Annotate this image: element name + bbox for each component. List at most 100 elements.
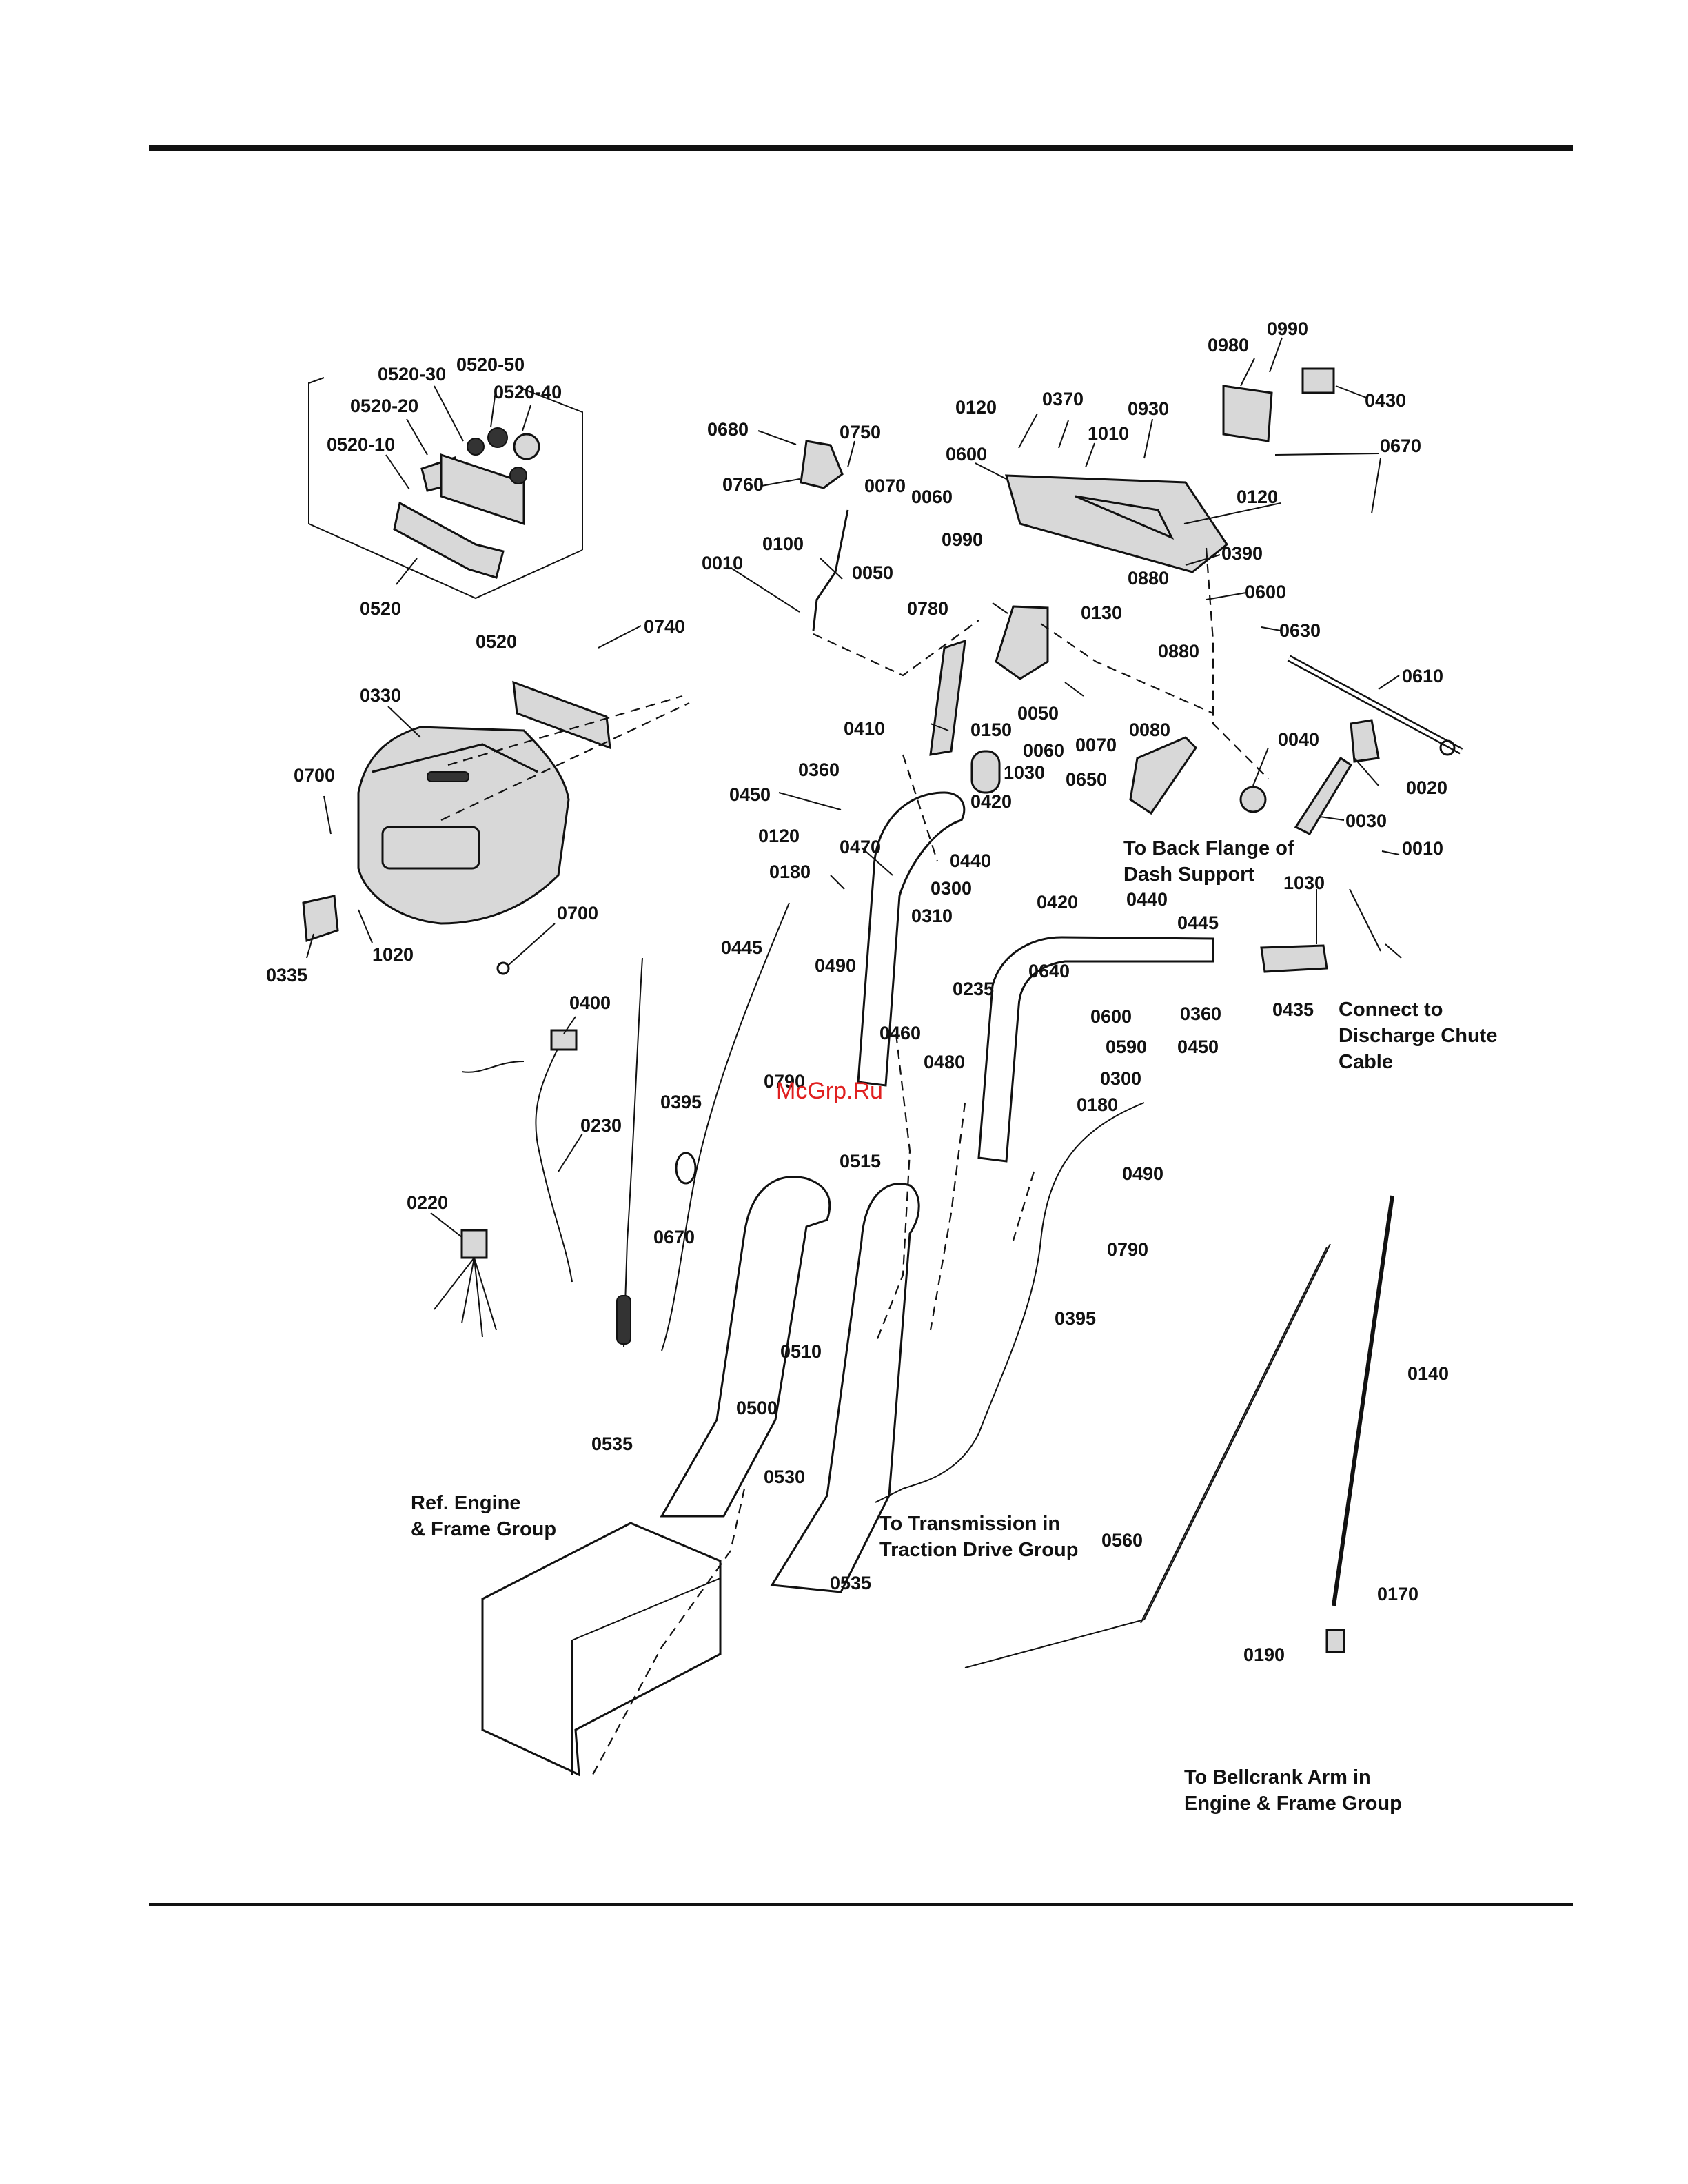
callout-label: 0460 xyxy=(879,1023,921,1043)
callout-label: 0410 xyxy=(844,718,885,739)
callout-label: 0180 xyxy=(769,861,811,882)
callout-label: 0520-10 xyxy=(327,434,395,455)
callout-label: 0390 xyxy=(1221,543,1263,564)
callout-label: 0700 xyxy=(557,903,598,923)
callout-label: 0530 xyxy=(764,1467,805,1487)
callout-label: 0370 xyxy=(1042,389,1084,409)
callout-label: 0120 xyxy=(955,397,997,418)
wiring-harness xyxy=(434,1029,578,1338)
callout-label: 0180 xyxy=(1077,1094,1118,1115)
callout-label: 0050 xyxy=(852,562,893,583)
callout-label: 0420 xyxy=(970,791,1012,812)
callout-label: 0445 xyxy=(1177,912,1219,933)
watermark-text: McGrp.Ru xyxy=(776,1078,883,1104)
assembly-notes: Ref. Engine & Frame Group To Back Flange… xyxy=(411,837,1497,1815)
callout-label: 0445 xyxy=(721,937,762,958)
callout-label: 0560 xyxy=(1101,1530,1143,1551)
callout-label: 0490 xyxy=(1122,1163,1163,1184)
note-ref-engine: Ref. Engine xyxy=(411,1492,521,1514)
callout-label: 0400 xyxy=(569,992,611,1013)
callout-label: 0335 xyxy=(266,965,307,986)
callout-label: 0600 xyxy=(946,444,987,465)
callout-label: 0440 xyxy=(950,850,991,871)
callout-label: 0120 xyxy=(758,826,800,846)
engine-hood xyxy=(302,680,611,975)
callout-label: 0520 xyxy=(476,631,517,652)
note-back-flange: To Back Flange of xyxy=(1123,837,1294,859)
callout-label: 0650 xyxy=(1066,769,1107,790)
cable-0395-left xyxy=(661,902,790,1351)
callout-label: 0610 xyxy=(1402,666,1443,686)
callout-label: 0130 xyxy=(1081,602,1122,623)
cable-0395-right xyxy=(875,1102,1145,1503)
callout-label: 0515 xyxy=(840,1151,881,1172)
header-rule xyxy=(149,145,1573,151)
callout-label: 0520 xyxy=(360,598,401,619)
callout-label: 0700 xyxy=(294,765,335,786)
callout-label: 0790 xyxy=(1107,1239,1148,1260)
callout-label: 0300 xyxy=(931,878,972,899)
callout-label: 0470 xyxy=(840,837,881,857)
light-housing xyxy=(393,427,540,579)
rod-0140 xyxy=(1325,1195,1394,1653)
callout-label: 0060 xyxy=(911,487,953,507)
callout-label: 0190 xyxy=(1243,1644,1285,1665)
callout-label: 0450 xyxy=(1177,1037,1219,1057)
callout-label: 0435 xyxy=(1272,999,1314,1020)
engine-frame xyxy=(481,1522,722,1777)
callout-label: 0520-20 xyxy=(350,396,418,416)
note-transmission: Traction Drive Group xyxy=(879,1539,1078,1561)
callout-label: 0420 xyxy=(1037,892,1078,912)
note-discharge-chute: Connect to xyxy=(1339,999,1443,1021)
callout-label: 0535 xyxy=(830,1573,871,1593)
light-assembly-inset xyxy=(308,377,583,600)
callout-labels: 0520-30 0520-50 0520-40 0520-20 0520-10 … xyxy=(266,318,1449,1665)
assembly-dash-lines xyxy=(440,547,1269,1775)
dash-panel xyxy=(800,367,1335,680)
callout-label: 0780 xyxy=(907,598,948,619)
callout-label: 0990 xyxy=(942,529,983,550)
callout-label: 0235 xyxy=(953,979,994,999)
callout-label: 0300 xyxy=(1100,1068,1141,1089)
callout-label: 0070 xyxy=(1075,735,1117,755)
callout-label: 0330 xyxy=(360,685,401,706)
callout-label: 0450 xyxy=(729,784,771,805)
cable-0560 xyxy=(964,1243,1331,1668)
callout-label: 0020 xyxy=(1406,777,1447,798)
callout-label: 0670 xyxy=(1380,436,1421,456)
note-discharge-chute: Discharge Chute xyxy=(1339,1025,1497,1047)
callout-leaders xyxy=(306,337,1402,1238)
callout-label: 1010 xyxy=(1088,423,1129,444)
note-back-flange: Dash Support xyxy=(1123,864,1254,886)
callout-label: 0590 xyxy=(1106,1037,1147,1057)
shaft-0610 xyxy=(1287,655,1463,756)
upper-handle-right xyxy=(977,936,1328,1163)
callout-label: 1030 xyxy=(1004,762,1045,783)
callout-label: 0170 xyxy=(1377,1584,1418,1604)
callout-label: 0600 xyxy=(1090,1006,1132,1027)
upper-handle-left xyxy=(857,791,966,1087)
callout-label: 0310 xyxy=(911,906,953,926)
callout-label: 1030 xyxy=(1283,872,1325,893)
callout-label: 0360 xyxy=(1180,1003,1221,1024)
cable-0400 xyxy=(616,957,643,1348)
callout-label: 0395 xyxy=(1055,1308,1096,1329)
chute-crank xyxy=(1129,719,1380,835)
callout-label: 0980 xyxy=(1208,335,1249,356)
callout-label: 0480 xyxy=(924,1052,965,1072)
callout-label: 0010 xyxy=(1402,838,1443,859)
callout-label: 0630 xyxy=(1279,620,1321,641)
callout-label: 0230 xyxy=(580,1115,622,1136)
callout-label: 0670 xyxy=(653,1227,695,1247)
callout-label: 0140 xyxy=(1407,1363,1449,1384)
note-bellcrank: Engine & Frame Group xyxy=(1184,1793,1402,1815)
callout-label: 0040 xyxy=(1278,729,1319,750)
callout-label: 0880 xyxy=(1128,568,1169,589)
callout-label: 0010 xyxy=(702,553,743,573)
lower-handle-0500 xyxy=(660,1176,920,1593)
callout-label: 0740 xyxy=(644,616,685,637)
callout-label: 0080 xyxy=(1129,720,1170,740)
callout-label: 0440 xyxy=(1126,889,1168,910)
callout-label: 0510 xyxy=(780,1341,822,1362)
